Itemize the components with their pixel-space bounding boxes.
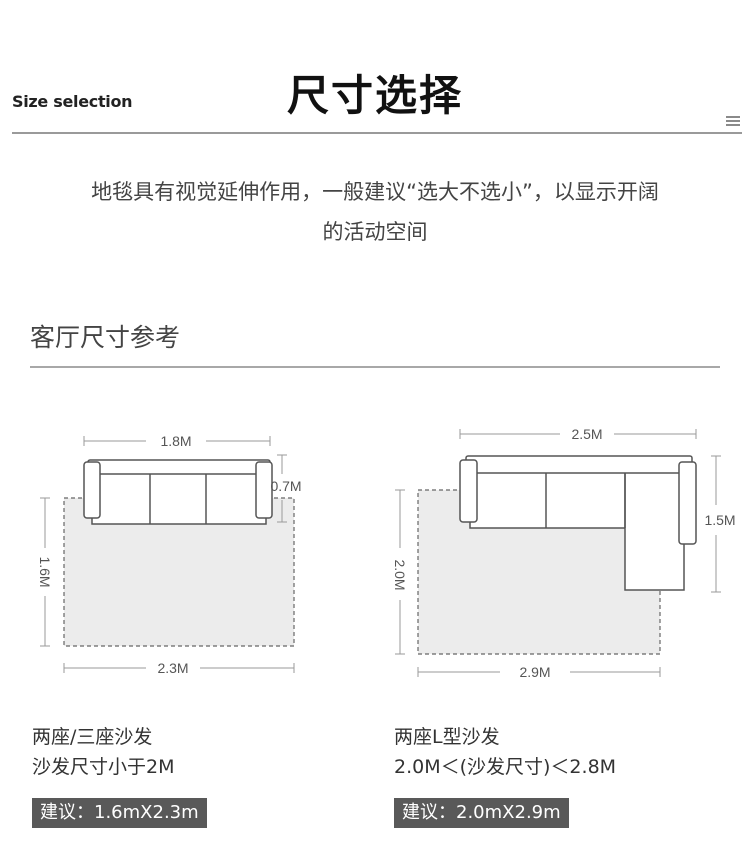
right-sofa-width-label: 2.5M [571, 426, 602, 442]
left-depth-dimension [277, 454, 287, 523]
intro-text: 地毯具有视觉延伸作用，一般建议“选大不选小”，以显示开阔 的活动空间 [30, 172, 720, 252]
left-sofa-width-label: 1.8M [160, 433, 191, 449]
left-sofa [83, 459, 273, 525]
left-rug-width-label: 2.3M [157, 660, 188, 676]
left-sofa-depth-label: 0.7M [270, 478, 301, 494]
page-title: 尺寸选择 [286, 71, 463, 120]
right-rug-height-label: 2.0M [392, 559, 408, 590]
right-sofa [459, 455, 697, 591]
left-caption-line-2: 沙发尺寸小于2M [32, 756, 175, 778]
section-divider [30, 366, 720, 368]
left-caption-line-1: 两座/三座沙发 [32, 726, 153, 748]
section-title: 客厅尺寸参考 [30, 323, 181, 352]
left-advice-badge: 建议：1.6mX2.3m [32, 798, 207, 828]
right-caption-line-2: 2.0M＜(沙发尺寸)＜2.8M [394, 756, 617, 778]
header-divider [12, 132, 742, 134]
right-rug-width-label: 2.9M [519, 664, 550, 680]
right-width-dimension [459, 429, 697, 439]
left-width-dimension [83, 436, 271, 446]
left-caption: 两座/三座沙发 沙发尺寸小于2M [32, 722, 174, 782]
right-advice-badge: 建议：2.0mX2.9m [394, 798, 569, 828]
right-rug-width-dimension [417, 667, 661, 677]
right-caption: 两座L型沙发 2.0M＜(沙发尺寸)＜2.8M [394, 722, 616, 782]
right-sofa-depth-label: 1.5M [704, 512, 735, 528]
right-caption-line-1: 两座L型沙发 [394, 726, 500, 748]
right-diagram [395, 429, 721, 677]
menu-icon[interactable] [726, 116, 740, 128]
left-rug-height-dimension [40, 497, 50, 647]
intro-line-1: 地毯具有视觉延伸作用，一般建议“选大不选小”，以显示开阔 [91, 180, 659, 204]
intro-line-2: 的活动空间 [322, 220, 428, 244]
right-depth-dimension [711, 455, 721, 593]
left-rug-height-label: 1.6M [37, 556, 53, 587]
page-subtitle-en: Size selection [12, 92, 133, 111]
right-rug-height-dimension [395, 489, 405, 655]
left-rug-width-dimension [63, 663, 295, 673]
left-diagram [40, 436, 295, 673]
